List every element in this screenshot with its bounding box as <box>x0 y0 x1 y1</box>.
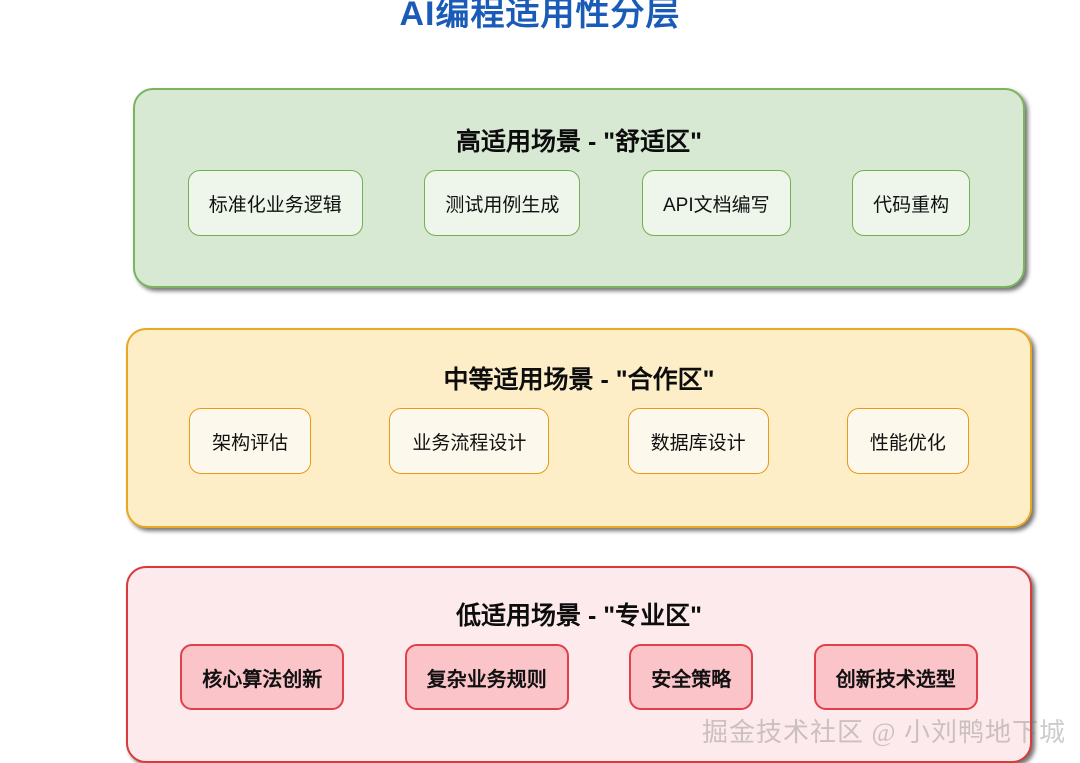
chip-item[interactable]: 标准化业务逻辑 <box>187 170 363 236</box>
tier-band-low: 低适用场景 - "专业区" 核心算法创新 复杂业务规则 安全策略 创新技术选型 <box>126 566 1032 763</box>
tier-band-mid: 中等适用场景 - "合作区" 架构评估 业务流程设计 数据库设计 性能优化 <box>126 328 1032 528</box>
chip-item[interactable]: 创新技术选型 <box>813 644 978 710</box>
tier-chip-row-mid: 架构评估 业务流程设计 数据库设计 性能优化 <box>128 406 1030 476</box>
chip-item[interactable]: 业务流程设计 <box>389 408 550 474</box>
chip-item[interactable]: 复杂业务规则 <box>404 644 569 710</box>
chip-item[interactable]: 安全策略 <box>629 644 754 710</box>
chip-item[interactable]: 核心算法创新 <box>180 644 345 710</box>
page-title: AI编程适用性分层 <box>399 0 681 33</box>
tier-heading-high: 高适用场景 - "舒适区" <box>456 128 702 156</box>
chip-item[interactable]: 代码重构 <box>852 170 971 236</box>
chip-item[interactable]: 数据库设计 <box>627 408 769 474</box>
tier-heading-low: 低适用场景 - "专业区" <box>456 602 702 630</box>
chip-item[interactable]: 性能优化 <box>846 408 969 474</box>
diagram-title-container: AI编程适用性分层 <box>0 0 1080 56</box>
tier-chip-row-high: 标准化业务逻辑 测试用例生成 API文档编写 代码重构 <box>135 168 1023 238</box>
chip-item[interactable]: 测试用例生成 <box>424 170 581 236</box>
chip-item[interactable]: API文档编写 <box>641 170 791 236</box>
tier-chip-row-low: 核心算法创新 复杂业务规则 安全策略 创新技术选型 <box>128 642 1030 712</box>
tier-heading-mid: 中等适用场景 - "合作区" <box>443 366 715 394</box>
tier-band-high: 高适用场景 - "舒适区" 标准化业务逻辑 测试用例生成 API文档编写 代码重… <box>133 88 1025 288</box>
chip-item[interactable]: 架构评估 <box>189 408 312 474</box>
